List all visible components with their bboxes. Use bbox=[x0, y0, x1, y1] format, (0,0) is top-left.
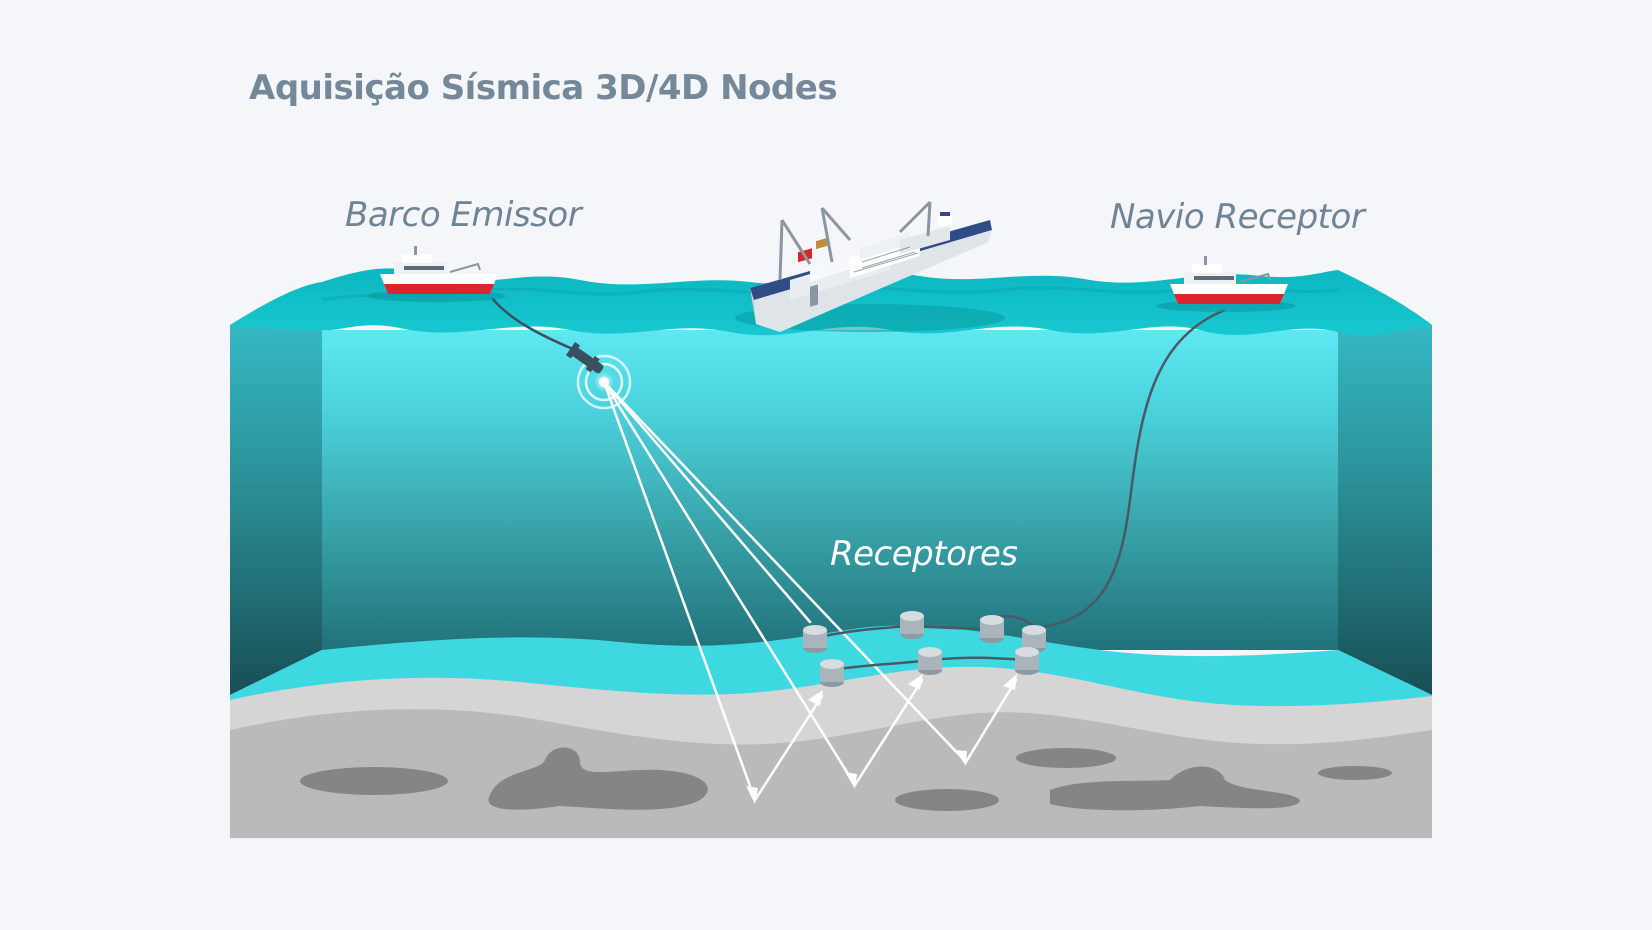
ray-arrowheads bbox=[746, 674, 1017, 804]
reservoir-2 bbox=[488, 747, 708, 810]
water-front bbox=[322, 330, 1338, 650]
node bbox=[820, 659, 844, 687]
reservoir-4 bbox=[1016, 748, 1116, 768]
emitter-vessel-label: Barco Emissor bbox=[345, 195, 582, 235]
reservoir-6 bbox=[1318, 766, 1392, 780]
node bbox=[918, 647, 942, 675]
receiver-cable bbox=[1035, 308, 1226, 630]
node bbox=[803, 625, 827, 653]
seismic-rays bbox=[602, 380, 1018, 802]
airgun-source-icon bbox=[565, 342, 632, 410]
center-ship bbox=[735, 200, 1005, 332]
ocean-bottom-nodes bbox=[803, 611, 1046, 687]
source-tow-cable bbox=[491, 297, 576, 352]
node bbox=[980, 615, 1004, 643]
receiver-vessel-label: Navio Receptor bbox=[1110, 197, 1365, 237]
water-right-side bbox=[1338, 282, 1432, 695]
reservoir-1 bbox=[300, 767, 448, 795]
reservoir-3 bbox=[895, 789, 999, 811]
receiver-ship bbox=[1156, 256, 1296, 312]
emitter-ship bbox=[366, 246, 506, 302]
reservoir-5 bbox=[1050, 766, 1300, 811]
node bbox=[1015, 647, 1039, 675]
diagram-title: Aquisição Sísmica 3D/4D Nodes bbox=[249, 68, 838, 108]
receivers-label: Receptores bbox=[830, 534, 1018, 574]
water-left-side bbox=[230, 282, 322, 695]
node bbox=[900, 611, 924, 639]
